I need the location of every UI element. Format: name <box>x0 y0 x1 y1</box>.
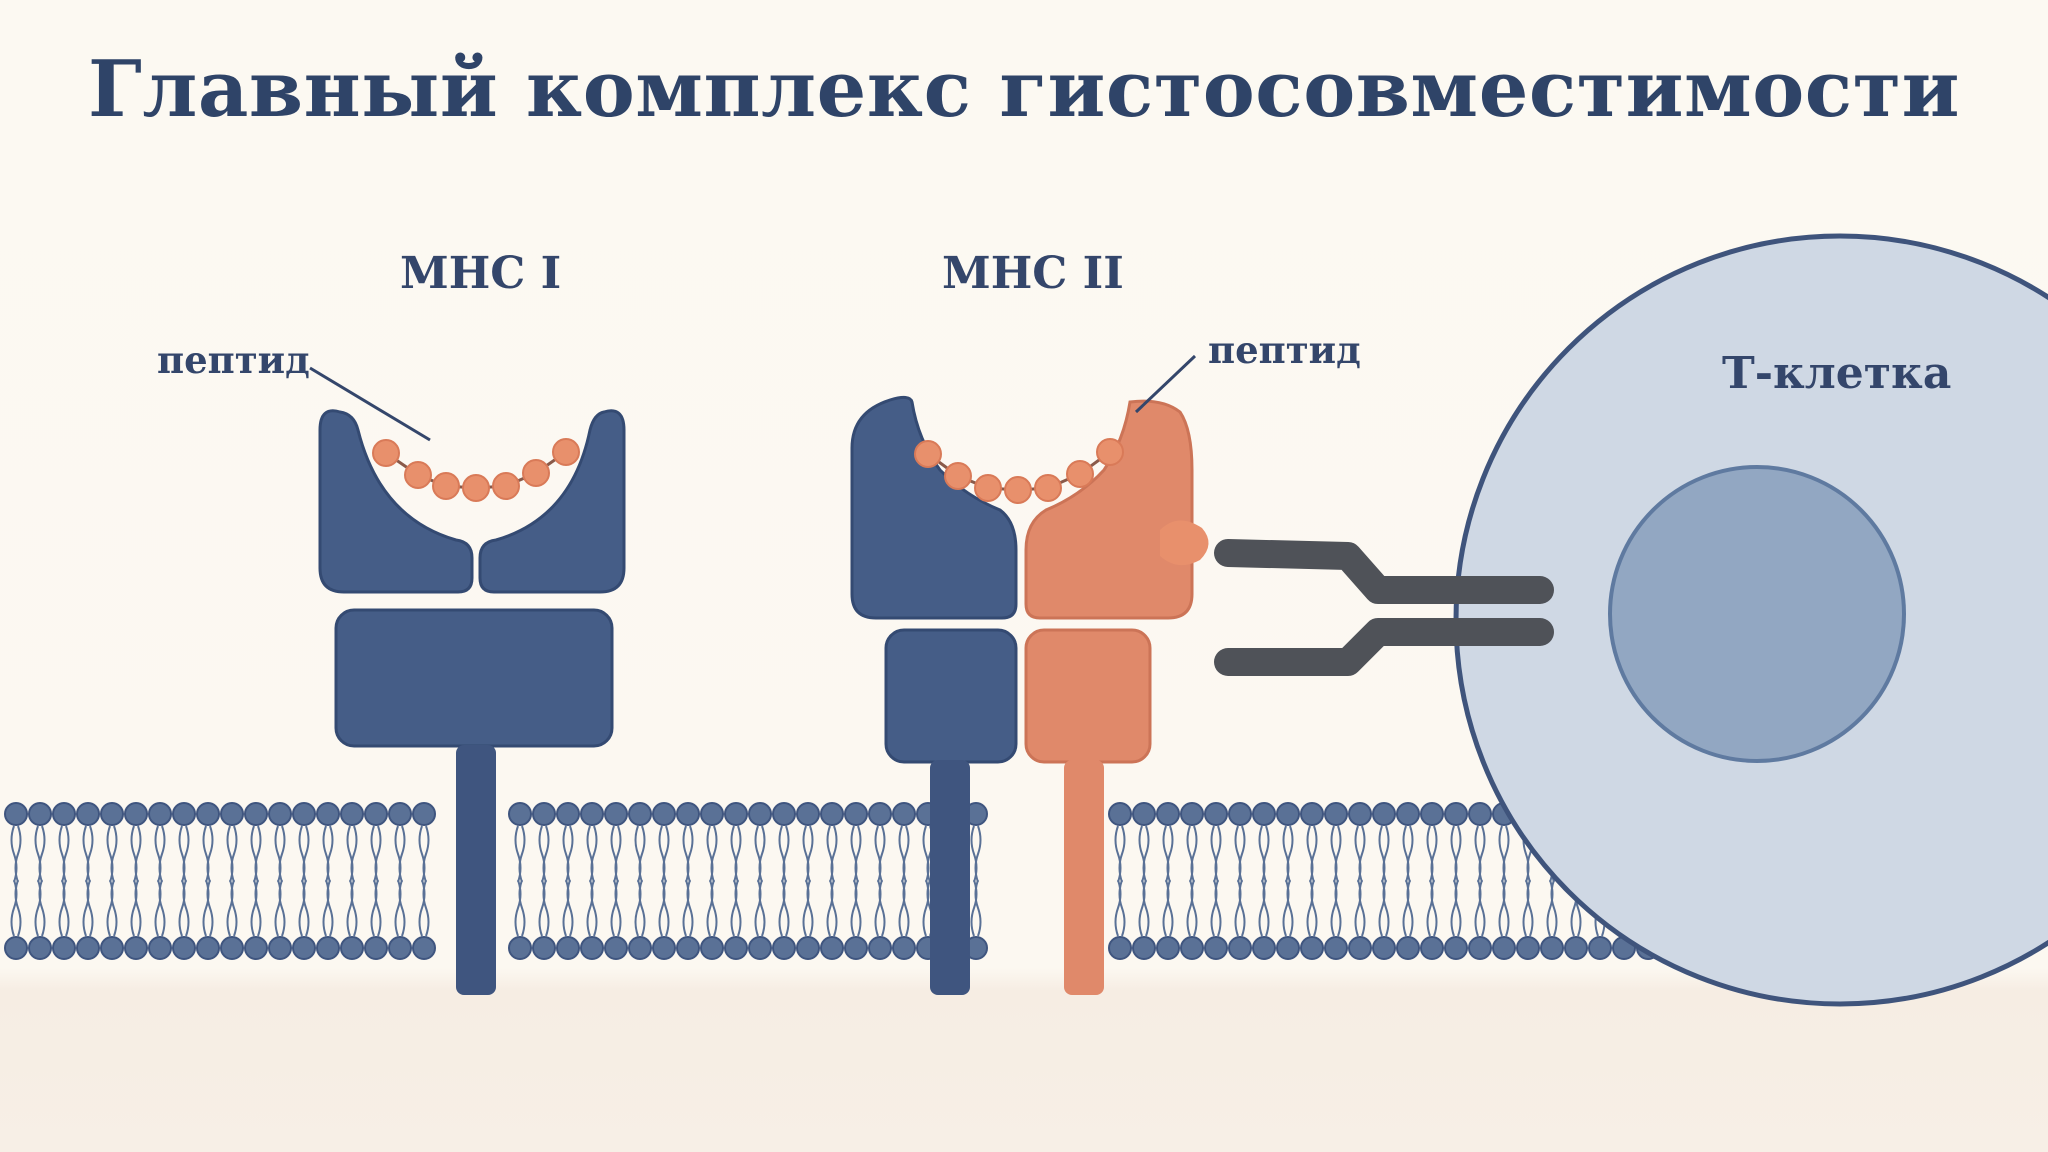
lipid-molecule <box>628 802 652 960</box>
lipid-molecule <box>100 802 124 960</box>
mhc2-label: MHC II <box>942 248 1124 299</box>
lipid-molecule <box>772 802 796 960</box>
lipid-molecule <box>220 802 244 960</box>
page-title: Главный комплекс гистосовместимости <box>88 44 1960 135</box>
mhc2-peptide-chain <box>914 438 1124 504</box>
peptide-bead <box>432 472 460 500</box>
peptide-bead <box>1004 476 1032 504</box>
lipid-molecule <box>1132 802 1156 960</box>
lipid-molecule <box>28 802 52 960</box>
lipid-molecule <box>844 802 868 960</box>
mhc2-beta-domain <box>1024 399 1194 620</box>
mhc2-beta2-domain <box>1024 628 1152 764</box>
mhc1-label: MHC I <box>400 248 562 299</box>
lipid-molecule <box>76 802 100 960</box>
lipid-molecule <box>1108 802 1132 960</box>
peptide-bead <box>492 472 520 500</box>
mhc1-peptide-chain <box>372 438 580 502</box>
lipid-molecule <box>1252 802 1276 960</box>
mhc2-tcr-contact-knob <box>1160 520 1209 566</box>
lipid-molecule <box>52 802 76 960</box>
mhc-class-1 <box>318 409 626 995</box>
lipid-molecule <box>676 802 700 960</box>
lipid-molecule <box>340 802 364 960</box>
lipid-molecule <box>196 802 220 960</box>
t-cell-receptor <box>1214 539 1554 676</box>
lipid-molecule <box>1228 802 1252 960</box>
mhc1-alpha-left-domain <box>318 409 474 594</box>
t-cell-label: Т-клетка <box>1722 348 1952 399</box>
t-cell <box>1453 233 2048 1007</box>
lipid-molecule <box>1156 802 1180 960</box>
tcr-upper-chain <box>1214 539 1554 604</box>
lipid-molecule <box>1276 802 1300 960</box>
peptide-bead <box>1066 460 1094 488</box>
lipid-molecule <box>556 802 580 960</box>
t-cell-nucleus <box>1608 465 1906 763</box>
lipid-molecule <box>1204 802 1228 960</box>
lipid-molecule <box>604 802 628 960</box>
lipid-molecule <box>820 802 844 960</box>
peptide2-pointer-line <box>1134 354 1197 414</box>
peptide2-label: пептид <box>1208 328 1361 372</box>
peptide-bead <box>372 439 400 467</box>
lipid-molecule <box>148 802 172 960</box>
peptide-bead <box>462 474 490 502</box>
lipid-molecule <box>1300 802 1324 960</box>
peptide-bead <box>914 440 942 468</box>
peptide-bead <box>1096 438 1124 466</box>
mhc2-alpha2-domain <box>884 628 1018 764</box>
lipid-molecule <box>388 802 412 960</box>
peptide-bead <box>1034 474 1062 502</box>
peptide-bead <box>404 461 432 489</box>
lipid-molecule <box>892 802 916 960</box>
lipid-molecule <box>1492 802 1516 960</box>
lipid-molecule <box>364 802 388 960</box>
peptide-bead <box>944 462 972 490</box>
cell-membrane <box>4 802 1684 960</box>
lipid-molecule <box>1348 802 1372 960</box>
peptide1-pointer-line <box>309 366 431 442</box>
lipid-molecule <box>292 802 316 960</box>
lipid-molecule <box>412 802 436 960</box>
lipid-molecule <box>724 802 748 960</box>
lipid-molecule <box>1420 802 1444 960</box>
mhc1-transmembrane-stem <box>456 745 496 995</box>
lipid-molecule <box>580 802 604 960</box>
peptide-bead <box>552 438 580 466</box>
mhc1-alpha3-domain <box>334 608 614 748</box>
peptide-bead <box>974 474 1002 502</box>
lipid-molecule <box>508 802 532 960</box>
lipid-molecule <box>1324 802 1348 960</box>
lipid-molecule <box>4 802 28 960</box>
lipid-molecule <box>172 802 196 960</box>
lipid-molecule <box>868 802 892 960</box>
lipid-molecule <box>316 802 340 960</box>
lipid-molecule <box>748 802 772 960</box>
lipid-molecule <box>532 802 556 960</box>
lipid-molecule <box>1372 802 1396 960</box>
mhc1-alpha-right-domain <box>478 409 626 594</box>
lipid-molecule <box>796 802 820 960</box>
tcr-lower-chain <box>1214 618 1554 676</box>
peptide-bead <box>522 459 550 487</box>
mhc2-alpha-stem <box>930 760 970 995</box>
lipid-molecule <box>1396 802 1420 960</box>
lipid-molecule <box>700 802 724 960</box>
lipid-molecule <box>1468 802 1492 960</box>
peptide1-label: пептид <box>157 338 310 382</box>
lipid-molecule <box>1180 802 1204 960</box>
mhc-class-2 <box>850 395 1209 995</box>
lipid-molecule <box>124 802 148 960</box>
mhc2-beta-stem <box>1064 760 1104 995</box>
lipid-molecule <box>244 802 268 960</box>
lipid-molecule <box>268 802 292 960</box>
lipid-molecule <box>1444 802 1468 960</box>
lipid-molecule <box>652 802 676 960</box>
mhc2-alpha-domain <box>850 395 1018 620</box>
